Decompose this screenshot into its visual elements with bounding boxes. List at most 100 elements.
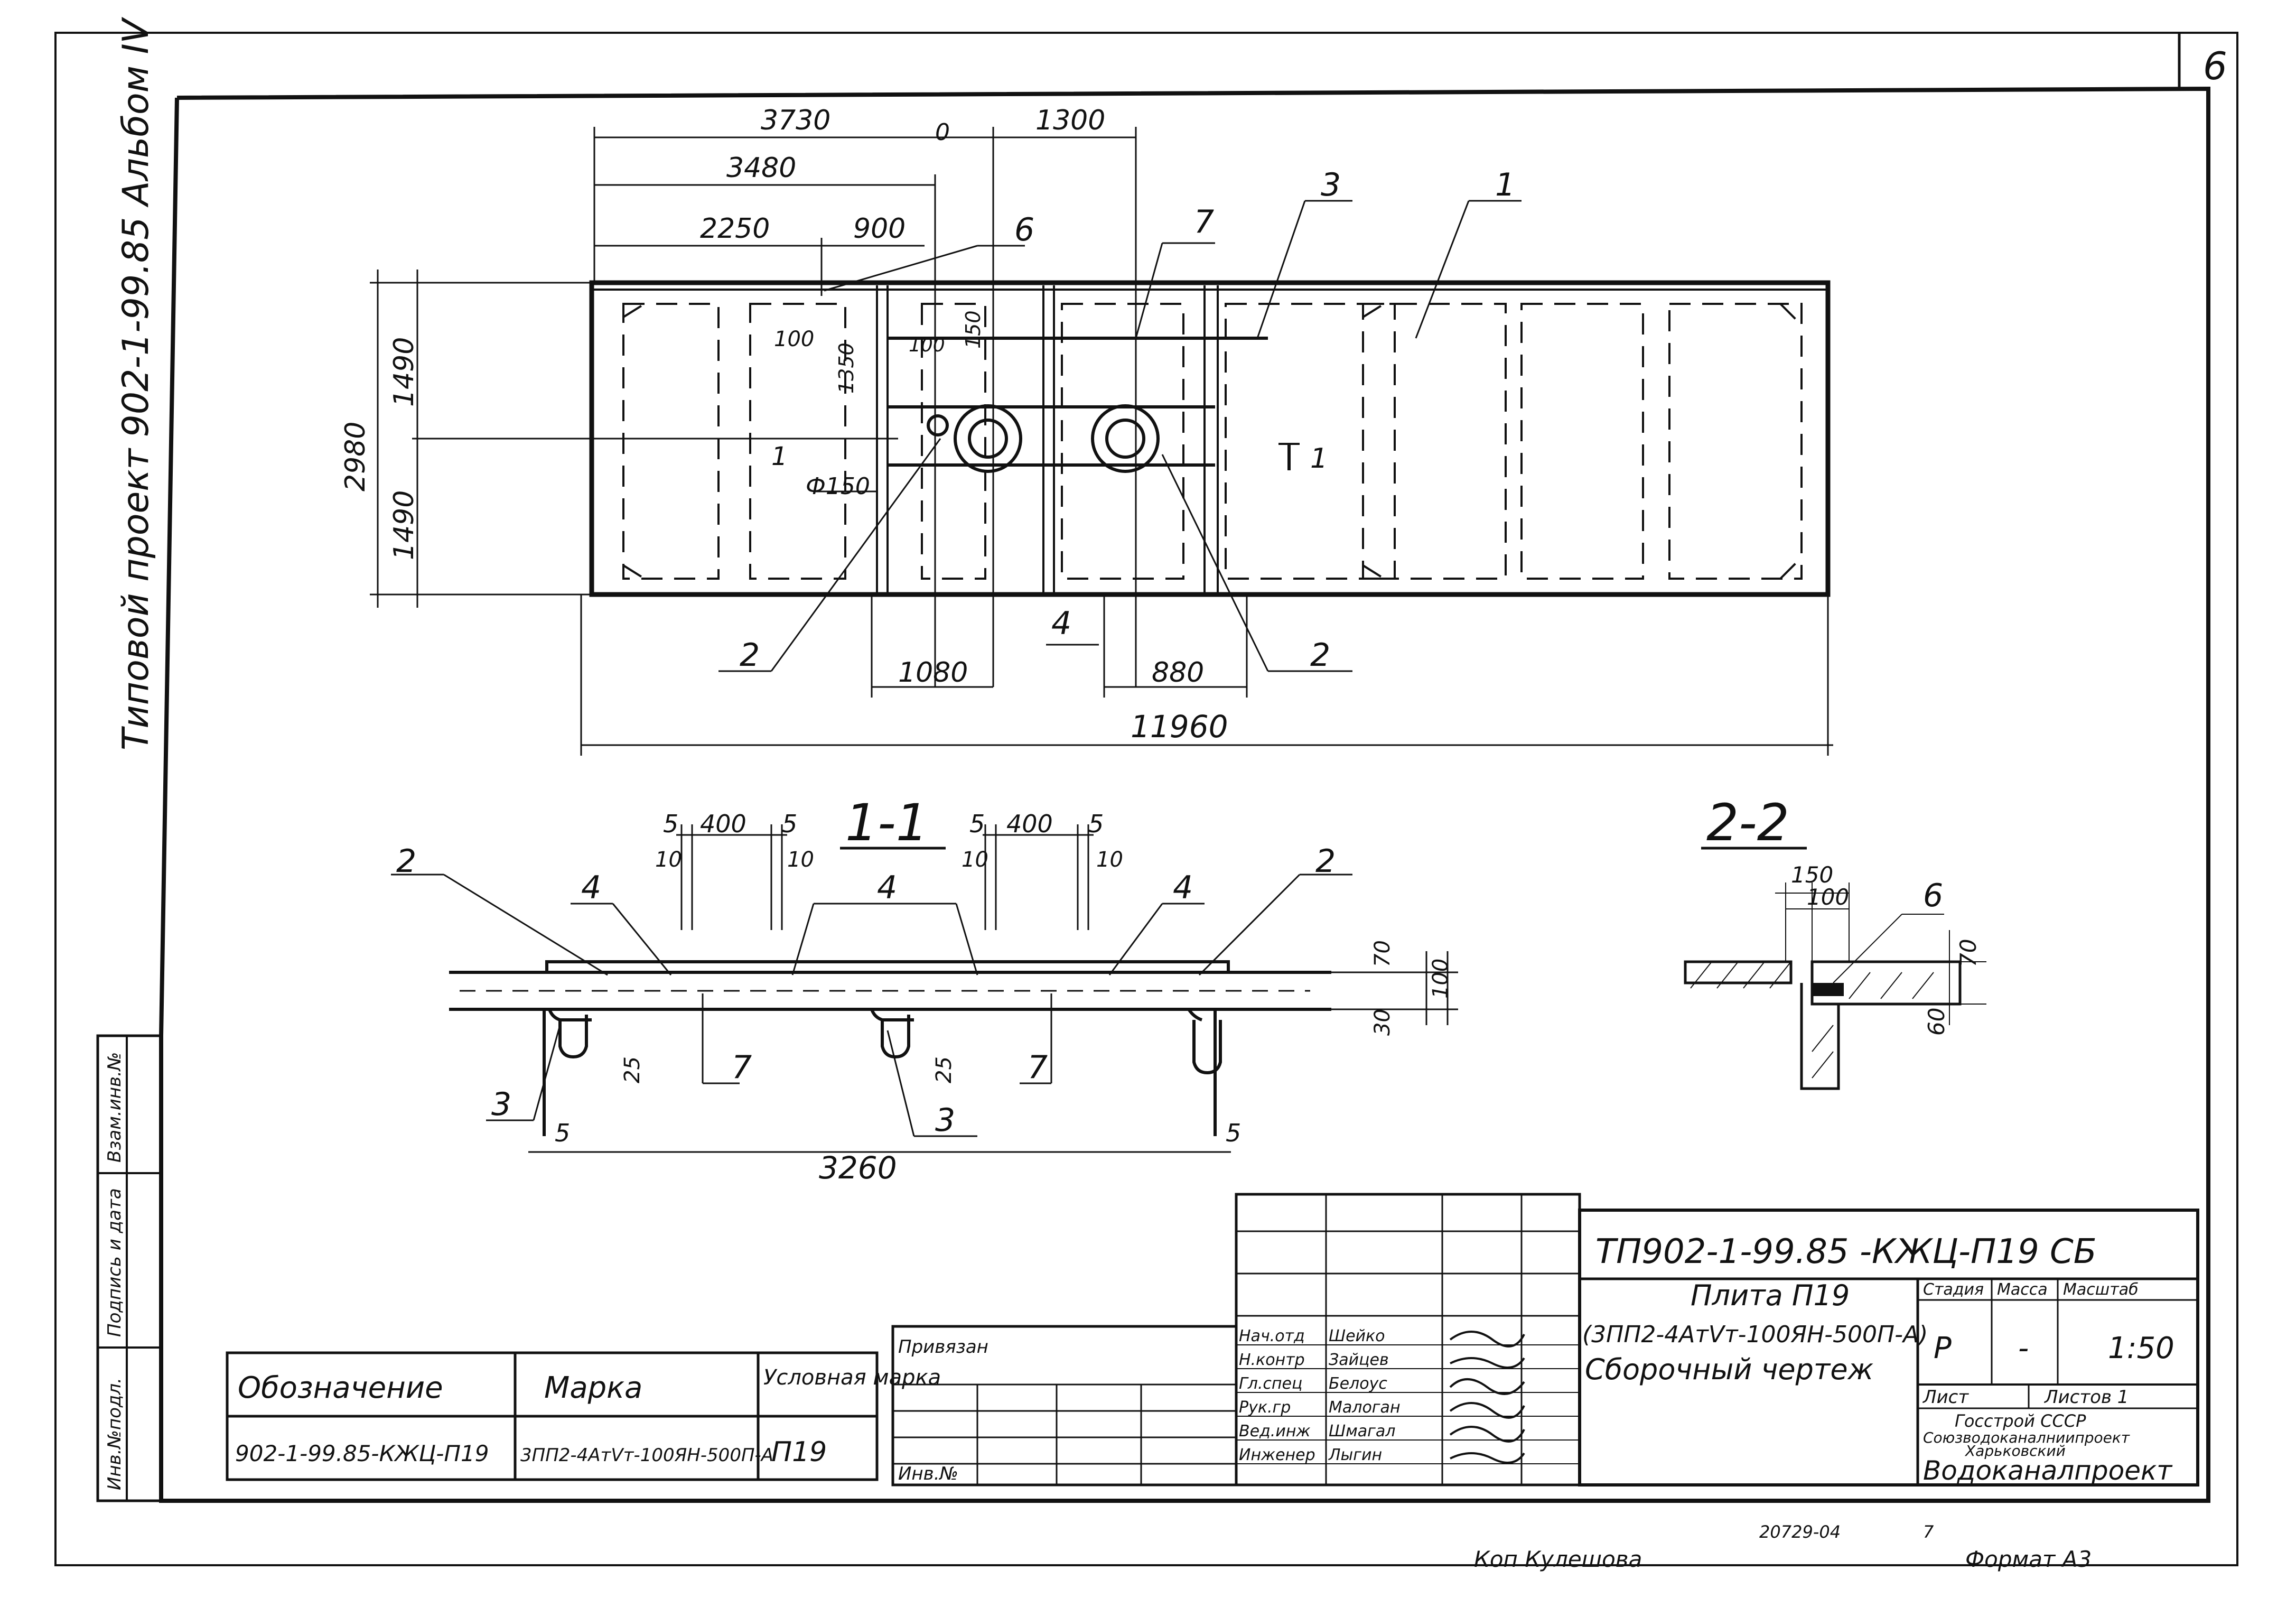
svg-text:Масса: Масса <box>1997 1280 2048 1299</box>
svg-text:Шейко: Шейко <box>1329 1327 1385 1345</box>
inner-border <box>159 86 2210 1503</box>
s11-callout-2-left: 2 <box>396 843 416 880</box>
plan-view: 1 1 <box>340 105 1833 756</box>
dim-5-b: 5 <box>782 810 797 838</box>
sheet-number: 6 <box>2203 44 2227 88</box>
svg-text:Рук.гр: Рук.гр <box>1239 1398 1291 1417</box>
svg-text:Шмагал: Шмагал <box>1329 1422 1395 1441</box>
svg-text:Инв.№подл.: Инв.№подл. <box>104 1378 125 1490</box>
callout-2-right: 2 <box>1310 637 1330 674</box>
svg-text:Взам.инв.№: Взам.инв.№ <box>104 1052 125 1163</box>
applied-label: Привязан <box>898 1336 988 1358</box>
svg-text:Гл.спец: Гл.спец <box>1239 1374 1302 1393</box>
svg-text:1: 1 <box>1310 443 1328 475</box>
product-mark: (3ПП2-4АтVт-100ЯН-500П-А) <box>1582 1321 1928 1348</box>
s11-callout-3-left: 3 <box>491 1086 511 1123</box>
dim-phi150: Ф150 <box>806 473 870 500</box>
spec-header-designation: Обозначение <box>238 1371 443 1405</box>
org-name: Водоканалпроект <box>1923 1455 2173 1486</box>
dim-100-b: 100 <box>909 335 945 356</box>
inv-label: Инв.№ <box>898 1463 958 1484</box>
svg-text:Зайцев: Зайцев <box>1329 1351 1389 1369</box>
svg-text:Масштаб: Масштаб <box>2063 1280 2139 1299</box>
dim-25-a: 25 <box>620 1056 645 1083</box>
drawing-type: Сборочный чертеж <box>1585 1353 1874 1386</box>
s22-dim-150: 150 <box>1791 862 1833 888</box>
callout-3: 3 <box>1321 166 1341 203</box>
spec-row-conditional: П19 <box>771 1436 827 1468</box>
dim-5-d: 5 <box>1088 810 1104 838</box>
dim-10-b: 10 <box>787 848 814 872</box>
s11-callout-2-right: 2 <box>1315 843 1336 880</box>
svg-text:Харьковский: Харьковский <box>1964 1442 2066 1460</box>
svg-text:Малоган: Малоган <box>1329 1398 1401 1417</box>
spec-header-conditional: Условная марка <box>763 1365 941 1390</box>
dim-2980: 2980 <box>340 422 371 491</box>
dim-1490-top: 1490 <box>388 337 420 407</box>
s22-dim-70: 70 <box>1955 939 1981 967</box>
s22-dim-100: 100 <box>1807 884 1849 910</box>
svg-text:Подпись и дата: Подпись и дата <box>104 1188 125 1337</box>
svg-text:Госстрой СССР: Госстрой СССР <box>1955 1411 2086 1431</box>
callout-4: 4 <box>1051 605 1071 642</box>
dim-3480: 3480 <box>726 152 796 184</box>
scale-value: 1:50 <box>2108 1331 2174 1365</box>
section-2-2: 2-2 1 <box>1684 793 1986 1090</box>
dim-5-e: 5 <box>555 1119 570 1147</box>
dim-5-a: 5 <box>663 810 678 838</box>
callout-6: 6 <box>1014 211 1034 248</box>
svg-text:Нач.отд: Нач.отд <box>1239 1327 1305 1345</box>
album-side-title: Типовой проект 902-1-99.85 Альбом IV <box>115 16 157 750</box>
approval-grid <box>891 1193 1581 1486</box>
dim-3260: 3260 <box>819 1150 897 1186</box>
spec-table: Обозначение Марка Условная марка 902-1-9… <box>226 1351 941 1481</box>
dim-880: 880 <box>1152 657 1204 689</box>
s11-callout-7-right: 7 <box>1028 1049 1048 1086</box>
dim-10-a: 10 <box>655 848 682 872</box>
svg-text:Белоус: Белоус <box>1329 1374 1387 1393</box>
dim-2250: 2250 <box>700 213 770 245</box>
footer-format: Формат А3 <box>1965 1546 2092 1572</box>
s11-callout-4-mid: 4 <box>877 869 897 906</box>
spec-row-mark: 3ПП2-4АтVт-100ЯН-500П-А <box>520 1445 773 1466</box>
dim-11960: 11960 <box>1131 709 1228 745</box>
dim-30: 30 <box>1370 1009 1395 1036</box>
svg-text:Инженер: Инженер <box>1239 1446 1315 1464</box>
side-stamp: Инв.№подл. Подпись и дата Взам.инв.№ <box>96 1034 163 1502</box>
dim-400-a: 400 <box>700 810 746 838</box>
svg-text:1: 1 <box>771 442 788 471</box>
title-block: ТП902-1-99.85 -КЖЦ-П19 СБ Плита П19 (3ПП… <box>1578 1209 2199 1486</box>
section-1-1-title: 1-1 <box>845 793 928 852</box>
s11-callout-3-right: 3 <box>935 1102 955 1139</box>
roles-block: Нач.отд Шейко Н.контр Зайцев Гл.спец Бел… <box>1236 1327 1580 1464</box>
svg-text:Н.контр: Н.контр <box>1239 1351 1305 1369</box>
outer-border <box>54 32 2238 1566</box>
dim-10-c: 10 <box>962 848 988 872</box>
svg-text:Стадия: Стадия <box>1923 1280 1984 1299</box>
dim-25-b: 25 <box>932 1056 956 1083</box>
dim-900: 900 <box>853 213 906 245</box>
dim-1490-bottom: 1490 <box>388 490 420 560</box>
s11-callout-4-left: 4 <box>581 869 601 906</box>
product-name: Плита П19 <box>1691 1279 1850 1312</box>
s22-callout-6: 6 <box>1923 877 1943 914</box>
svg-text:Лист: Лист <box>1922 1387 1969 1408</box>
drawing-code: ТП902-1-99.85 -КЖЦ-П19 СБ <box>1595 1232 2097 1271</box>
dim-150: 150 <box>962 310 985 349</box>
dim-1080: 1080 <box>898 657 968 689</box>
stage-value: Р <box>1934 1331 1952 1365</box>
svg-text:Союзводоканалниипроект: Союзводоканалниипроект <box>1923 1429 2130 1446</box>
spec-row-designation: 902-1-99.85-КЖЦ-П19 <box>235 1441 489 1466</box>
svg-text:Лыгин: Лыгин <box>1328 1446 1382 1464</box>
callout-7: 7 <box>1194 203 1214 240</box>
s22-dim-60: 60 <box>1924 1008 1949 1036</box>
dim-5-c: 5 <box>969 810 985 838</box>
s11-callout-4-right: 4 <box>1173 869 1193 906</box>
dim-1350: 1350 <box>835 342 858 394</box>
footer-copy: Коп Кулешова <box>1474 1546 1642 1572</box>
footer-sheet: 7 <box>1923 1522 1934 1542</box>
section-2-2-title: 2-2 <box>1706 793 1789 852</box>
svg-text:Вед.инж: Вед.инж <box>1239 1422 1310 1441</box>
callout-1: 1 <box>1495 166 1515 203</box>
dim-1300: 1300 <box>1035 105 1105 136</box>
